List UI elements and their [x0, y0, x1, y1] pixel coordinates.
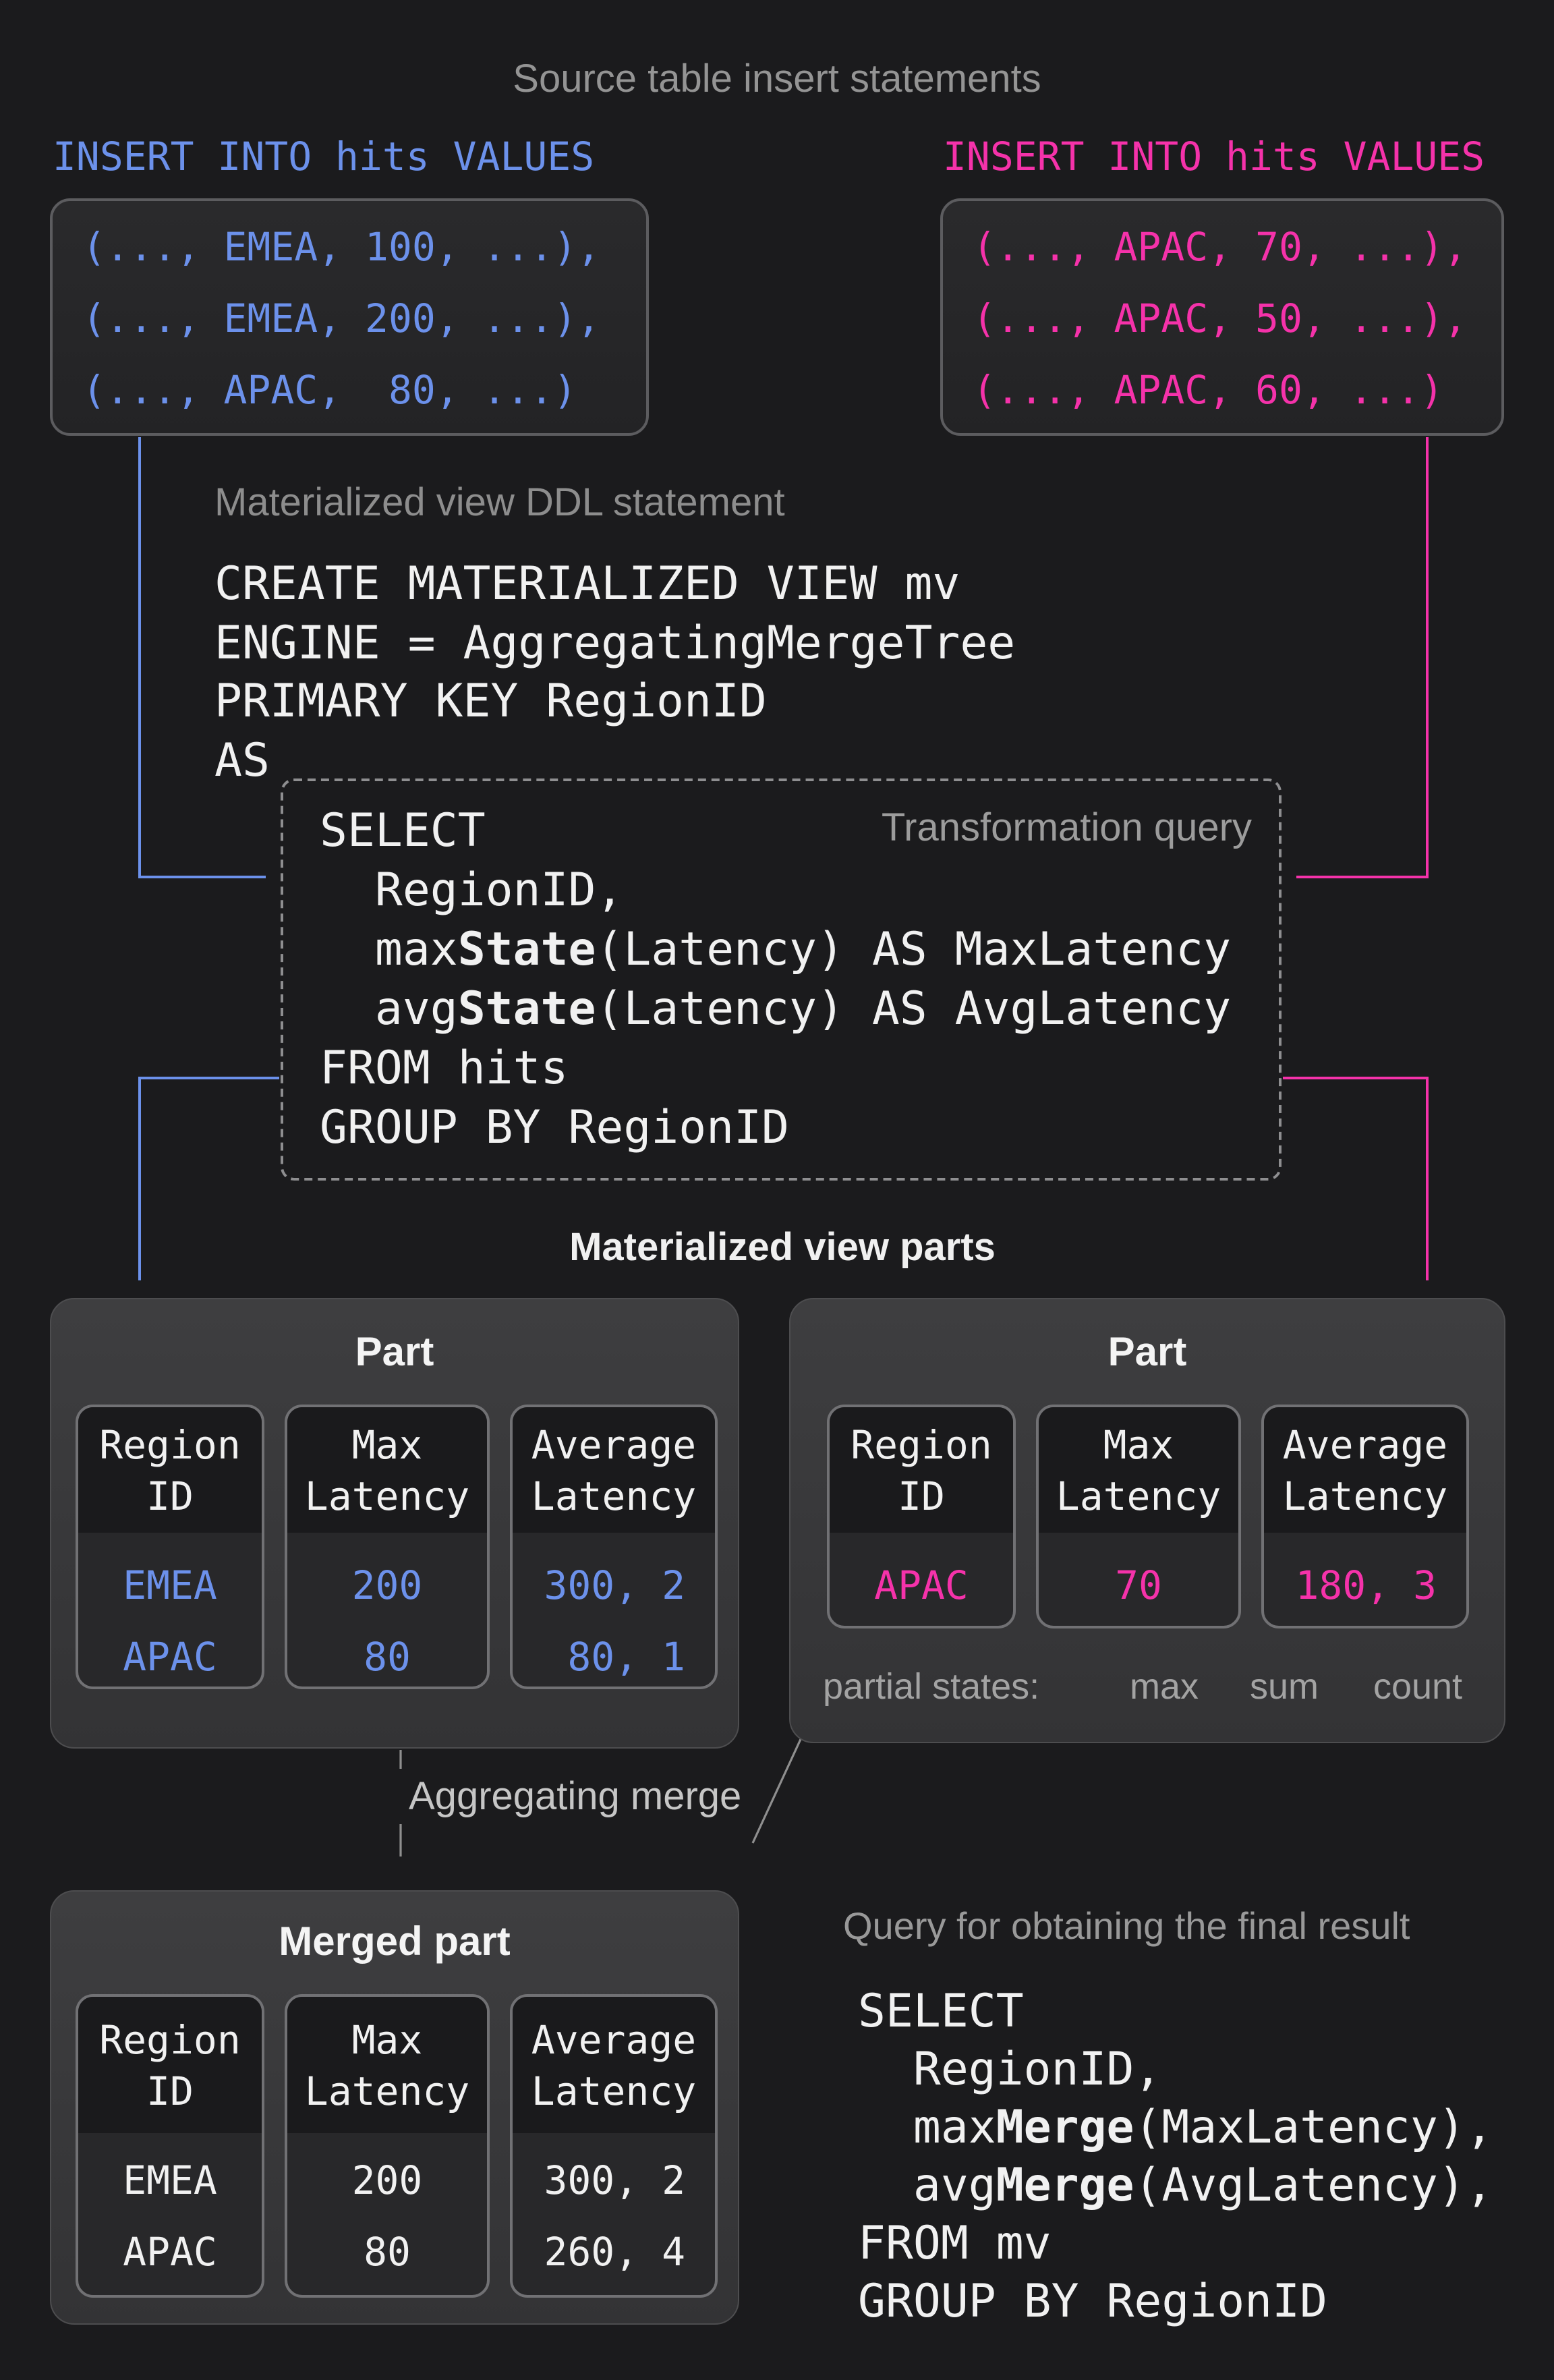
column-values: 180, 3: [1264, 1533, 1466, 1626]
merged-part-box: Merged part Region ID EMEA APAC Max Latency…: [50, 1890, 739, 2325]
transformation-query-box: Transformation query SELECT RegionID, ma…: [281, 778, 1282, 1181]
column-average-latency: Average Latency 300, 2 80, 1: [510, 1405, 718, 1689]
final-query-label: Query for obtaining the final result: [843, 1905, 1410, 1947]
column-header: Max Latency: [287, 1407, 487, 1533]
right-insert-statement-label: INSERT INTO hits VALUES: [943, 134, 1485, 179]
column-header: Region ID: [78, 1997, 262, 2133]
right-insert-values-code: (..., APAC, 70, ...), (..., APAC, 50, ..…: [973, 224, 1468, 413]
column-values: EMEA APAC: [78, 2133, 262, 2295]
column-header: Average Latency: [513, 1997, 715, 2133]
table-cell: 80: [364, 2228, 411, 2274]
column-region-id: Region ID EMEA APAC: [76, 1994, 264, 2298]
partial-states-label: partial states:: [823, 1666, 1040, 1707]
part-left-table: Region ID EMEA APAC Max Latency 200 80 Average…: [76, 1405, 718, 1689]
column-max-latency: Max Latency 200 80: [285, 1405, 490, 1689]
right-insert-values-box: (..., APAC, 70, ...), (..., APAC, 50, ..…: [940, 198, 1504, 436]
partial-state-max-annotation: max: [1129, 1666, 1199, 1707]
table-cell: 80: [364, 1633, 411, 1679]
arrow-right-insert-to-transform: [1296, 437, 1429, 878]
column-region-id: Region ID EMEA APAC: [76, 1405, 264, 1689]
column-average-latency: Average Latency 180, 3: [1261, 1405, 1469, 1628]
table-cell: 200: [351, 1562, 423, 1608]
ddl-statement-label: Materialized view DDL statement: [214, 482, 785, 525]
merged-part-title: Merged part: [279, 1920, 511, 1964]
column-header: Average Latency: [513, 1407, 715, 1533]
transformation-query-code: SELECT RegionID, maxState(Latency) AS Ma…: [320, 804, 1232, 1155]
column-header: Region ID: [830, 1407, 1013, 1533]
table-cell: 200: [351, 2157, 423, 2203]
left-insert-statement-label: INSERT INTO hits VALUES: [53, 134, 595, 179]
column-values: 300, 2 80, 1: [513, 1533, 715, 1687]
part-right-table: Region ID APAC Max Latency 70 Average Latenc…: [827, 1405, 1469, 1628]
arrow-transform-to-left-part: [138, 1077, 279, 1280]
materialized-view-parts-heading: Materialized view parts: [569, 1226, 996, 1270]
column-max-latency: Max Latency 70: [1036, 1405, 1241, 1628]
left-insert-values-code: (..., EMEA, 100, ...), (..., EMEA, 200, …: [82, 224, 601, 413]
left-insert-values-box: (..., EMEA, 100, ...), (..., EMEA, 200, …: [50, 198, 649, 436]
column-values: 70: [1039, 1533, 1238, 1626]
page-title: Source table insert statements: [513, 58, 1041, 101]
table-cell: 80, 1: [567, 1633, 685, 1679]
column-values: 300, 2 260, 4: [513, 2133, 715, 2295]
transformation-query-label: Transformation query: [881, 807, 1252, 850]
column-header: Max Latency: [1039, 1407, 1238, 1533]
table-cell: APAC: [123, 2228, 217, 2274]
final-query-code: SELECT RegionID, maxMerge(MaxLatency), a…: [858, 1985, 1493, 2329]
ddl-statement-code: CREATE MATERIALIZED VIEW mv ENGINE = Agg…: [214, 557, 1016, 787]
table-cell: 260, 4: [544, 2228, 685, 2274]
column-header: Region ID: [78, 1407, 262, 1533]
table-cell: APAC: [874, 1562, 969, 1608]
table-cell: 70: [1115, 1562, 1162, 1608]
part-title: Part: [355, 1330, 434, 1375]
table-cell: EMEA: [123, 2157, 217, 2203]
arrow-right-part-to-merged: [751, 1737, 803, 1844]
column-max-latency: Max Latency 200 80: [285, 1994, 490, 2298]
table-cell: EMEA: [123, 1562, 217, 1608]
column-header: Max Latency: [287, 1997, 487, 2133]
partial-state-sum-annotation: sum: [1249, 1666, 1319, 1707]
magenta-flow-arrows: [1283, 437, 1429, 1280]
column-values: 200 80: [287, 1533, 487, 1687]
column-values: EMEA APAC: [78, 1533, 262, 1687]
merged-part-table: Region ID EMEA APAC Max Latency 200 80 Average…: [76, 1994, 718, 2298]
arrow-transform-to-right-part: [1283, 1077, 1429, 1280]
table-cell: 300, 2: [544, 1562, 685, 1608]
column-values: APAC: [830, 1533, 1013, 1626]
table-cell: 180, 3: [1295, 1562, 1437, 1608]
part-title: Part: [1107, 1330, 1187, 1375]
aggregating-merge-label: Aggregating merge: [409, 1776, 742, 1819]
column-header: Average Latency: [1264, 1407, 1466, 1533]
table-cell: APAC: [123, 1633, 217, 1679]
column-region-id: Region ID APAC: [827, 1405, 1016, 1628]
table-cell: 300, 2: [544, 2157, 685, 2203]
partial-state-count-annotation: count: [1373, 1666, 1463, 1707]
column-average-latency: Average Latency 300, 2 260, 4: [510, 1994, 718, 2298]
column-values: 200 80: [287, 2133, 487, 2295]
part-box-right: Part Region ID APAC Max Latency 70 Average L…: [789, 1298, 1505, 1743]
part-box-left: Part Region ID EMEA APAC Max Latency 200 80 Av…: [50, 1298, 739, 1749]
